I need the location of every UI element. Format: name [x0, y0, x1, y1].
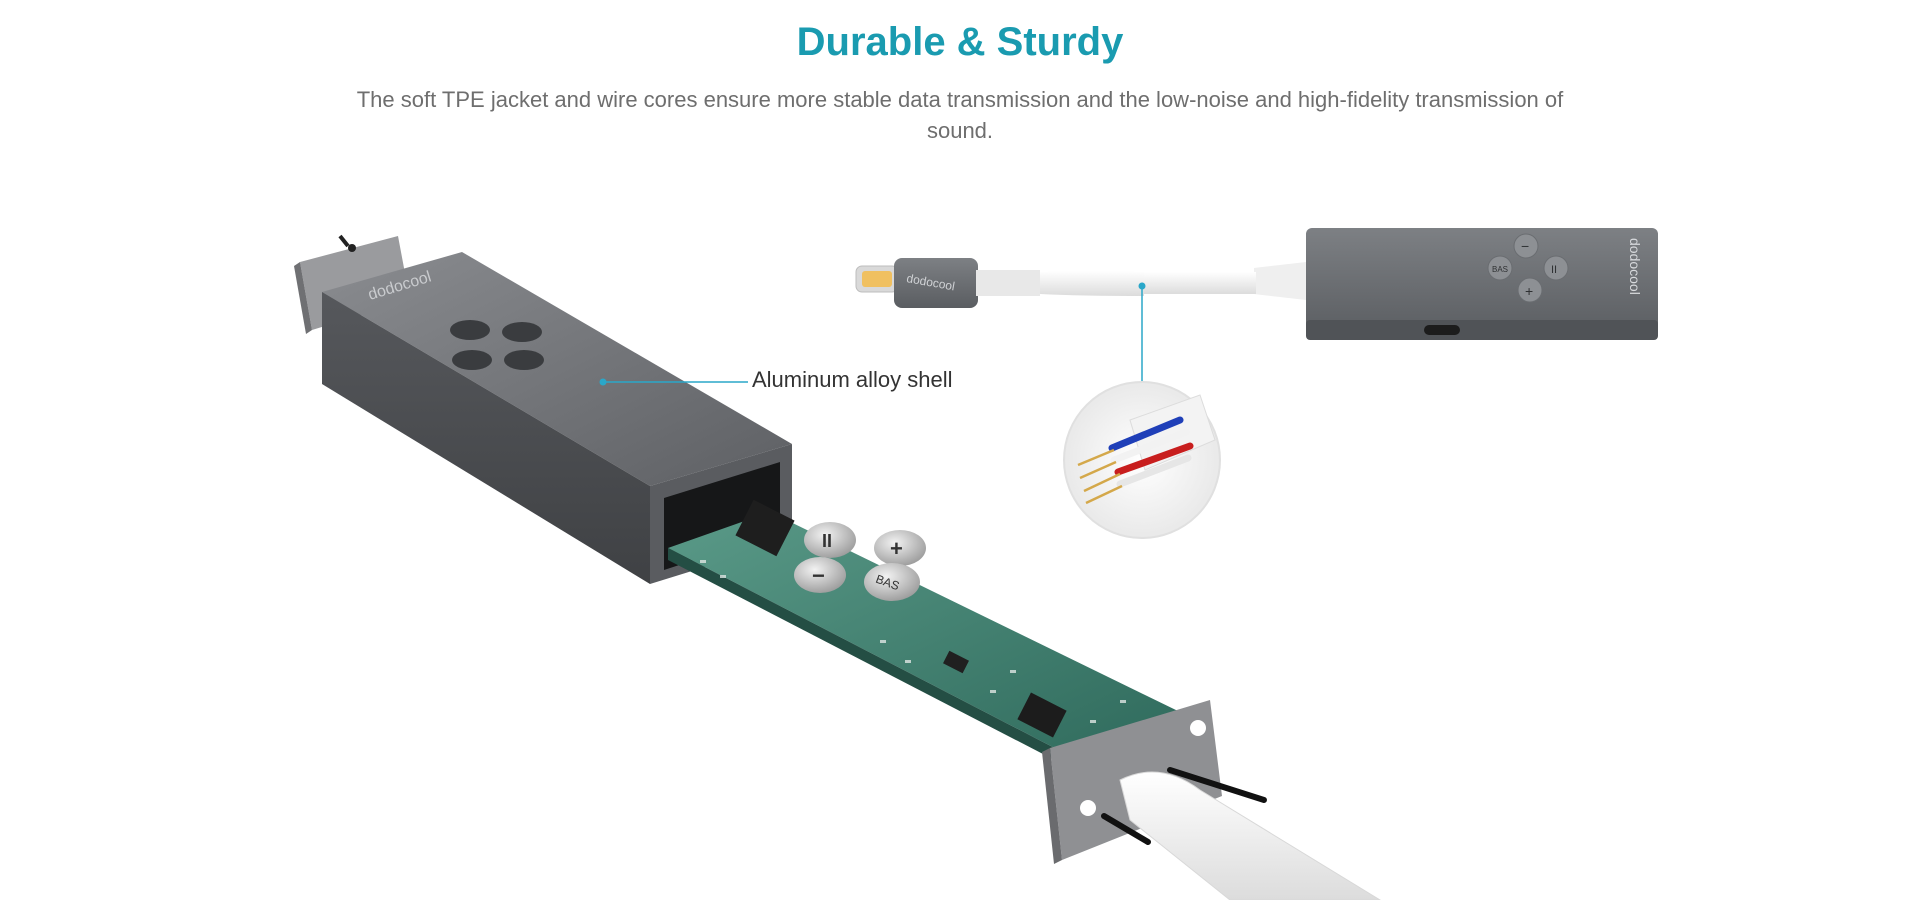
svg-text:−: −: [812, 563, 825, 588]
svg-text:+: +: [1525, 283, 1533, 299]
pcb-button-pause: II: [804, 522, 856, 558]
exploded-adapter: dodocool II +: [294, 234, 1381, 900]
svg-text:+: +: [890, 536, 903, 561]
circuit-board: [668, 499, 1180, 768]
svg-text:−: −: [1521, 238, 1529, 254]
dac-body: dodocool − BAS II +: [1306, 228, 1658, 340]
section-title: Durable & Sturdy: [796, 20, 1124, 64]
svg-text:II: II: [822, 531, 832, 551]
shell-callout: [599, 378, 748, 386]
pcb-buttons: II + − BAS: [794, 522, 926, 601]
body-brand-mark: dodocool: [1627, 238, 1643, 295]
pcb-button-minus: −: [794, 557, 846, 593]
svg-text:II: II: [1551, 264, 1557, 276]
assembled-adapter: dodocool dodocool − BAS II +: [855, 228, 1658, 539]
cable: [976, 262, 1306, 300]
cable-core-callout: [1138, 282, 1146, 388]
svg-text:BAS: BAS: [1492, 265, 1508, 274]
shell-callout-label: Aluminum alloy shell: [752, 367, 953, 392]
pcb-button-plus: +: [874, 530, 926, 566]
pcb-button-bass: BAS: [864, 563, 920, 601]
section-description: The soft TPE jacket and wire cores ensur…: [356, 87, 1564, 143]
cable-out: [1101, 767, 1381, 900]
wire-core-magnifier: [1063, 381, 1221, 539]
lightning-plug: dodocool: [855, 258, 978, 308]
body-button-pad: − BAS II +: [1487, 233, 1569, 303]
